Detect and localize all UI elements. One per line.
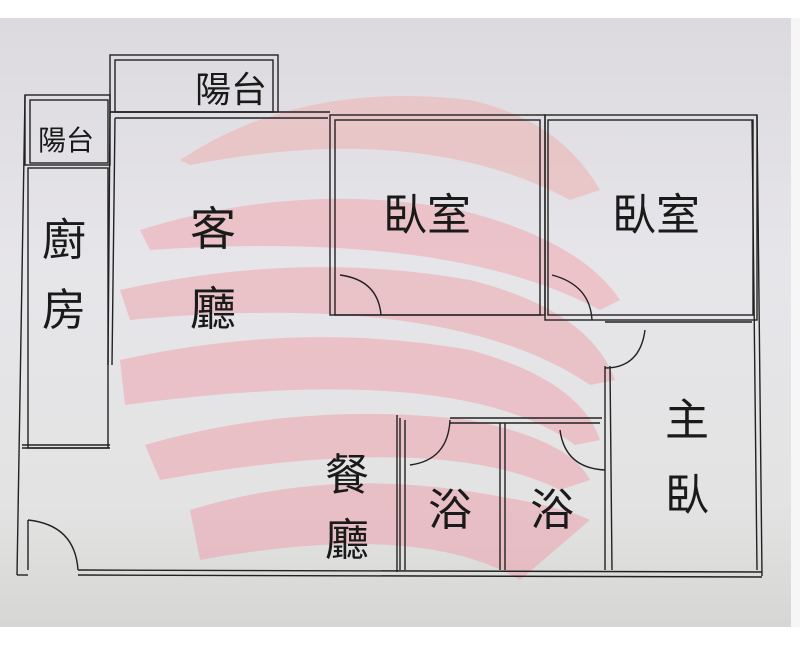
label-dining-2: 廳 [325,515,369,566]
walls [16,54,763,578]
label-master-1: 主 [665,395,709,446]
door-arc-entrance [27,519,79,571]
label-kitchen-1: 廚 [42,215,86,266]
door-arc-bath-1 [409,419,451,466]
photo-edge [791,18,800,627]
label-balcony-top: 陽台 [195,70,267,111]
door-arc-master [604,329,646,369]
label-kitchen-2: 房 [42,285,86,336]
label-living-1: 客 [190,202,236,256]
door-arc-bedroom-1 [339,274,382,316]
bottom-margin [0,627,800,671]
label-living-2: 廳 [190,282,236,336]
label-bath-1: 浴 [428,485,472,536]
label-master-2: 臥 [665,470,709,521]
wall-bedroom-2 [544,114,758,321]
label-balcony-left: 陽台 [38,124,94,157]
watermark-logo [120,96,620,580]
label-bedroom-1: 臥室 [383,190,471,241]
label-dining-1: 餐 [325,450,369,501]
label-bath-2: 浴 [530,485,574,536]
label-bedroom-2: 臥室 [612,190,700,241]
door-arc-bath-2 [559,429,606,471]
door-arc-bedroom-2 [551,274,593,321]
